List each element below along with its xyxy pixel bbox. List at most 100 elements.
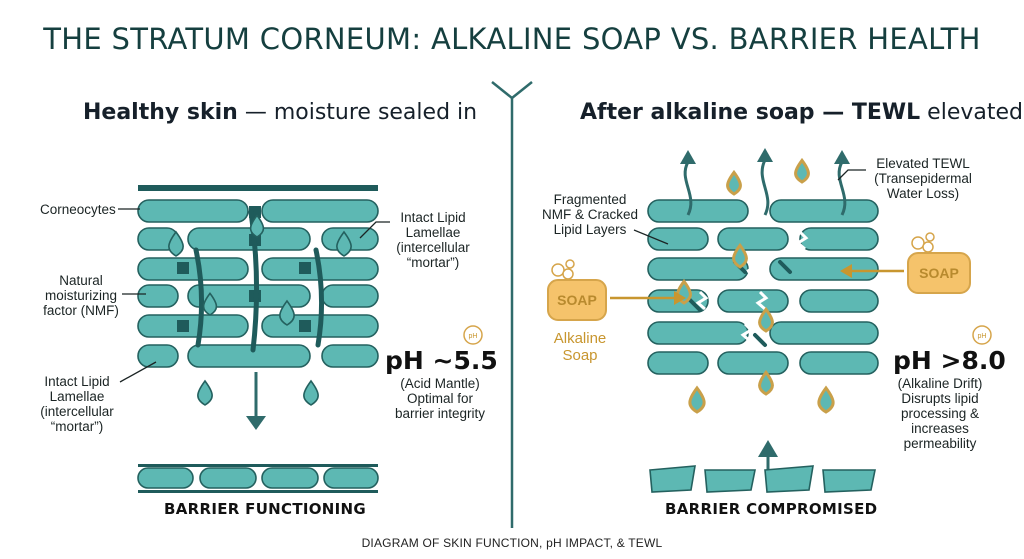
tewl-arrow-shaft bbox=[760, 159, 770, 216]
crack bbox=[695, 290, 709, 311]
corneocyte-cell bbox=[647, 257, 749, 281]
water-droplet bbox=[168, 230, 184, 257]
corneocyte-cell bbox=[769, 199, 879, 223]
water-droplet bbox=[249, 214, 265, 238]
barrier-compromised-status: BARRIER COMPROMISED bbox=[665, 500, 878, 518]
acid-mantle-label: (Acid Mantle) bbox=[400, 376, 480, 391]
corneocyte-cell bbox=[261, 467, 319, 489]
leader-line bbox=[633, 229, 669, 245]
ph-badge-circle bbox=[463, 325, 483, 345]
corneocyte-cell bbox=[717, 227, 789, 251]
center-divider bbox=[491, 81, 533, 528]
alkaline-soap-heading-rest: elevated bbox=[920, 100, 1023, 125]
corneocyte-cell bbox=[199, 467, 257, 489]
broken-cell bbox=[649, 465, 696, 493]
corneocyte-cell bbox=[137, 344, 179, 368]
nmf-junction bbox=[299, 320, 311, 332]
lipid-mortar bbox=[193, 247, 205, 348]
water-droplet bbox=[817, 385, 835, 414]
corneocyte-cell bbox=[321, 344, 379, 368]
tewl-arrow-head bbox=[834, 150, 850, 164]
water-droplet bbox=[732, 242, 748, 269]
damaged-annotations: SOAP SOAP pH bbox=[547, 169, 992, 345]
arrow-head bbox=[246, 416, 266, 430]
corneocyte-cell bbox=[137, 199, 249, 223]
corneocyte-cell bbox=[647, 227, 709, 251]
water-droplet bbox=[303, 379, 319, 406]
corneocyte-cell bbox=[137, 257, 249, 281]
water-droplet bbox=[758, 369, 774, 396]
barrier-line bbox=[138, 490, 378, 493]
soap-bubble bbox=[925, 232, 935, 242]
leader-line bbox=[119, 361, 157, 383]
damaged-stratum-corneum bbox=[647, 148, 879, 493]
corneocytes-label: Corneocytes bbox=[40, 202, 116, 217]
lipid-fragment bbox=[778, 260, 792, 274]
soap-word: SOAP bbox=[557, 292, 597, 308]
healthy-skin-heading-rest: — moisture sealed in bbox=[237, 100, 478, 125]
ph-badge-circle bbox=[972, 325, 992, 345]
soap-word: SOAP bbox=[919, 265, 959, 281]
water-droplet bbox=[336, 230, 352, 257]
corneocyte-cell bbox=[137, 314, 249, 338]
alkaline-soap-heading: After alkaline soap — TEWL elevated bbox=[580, 100, 1023, 125]
soap-pointer-head bbox=[674, 291, 686, 305]
surface-layer bbox=[138, 185, 378, 191]
alkaline-soap-heading-bold: After alkaline soap — bbox=[580, 100, 845, 125]
soap-bubble bbox=[911, 236, 925, 250]
water-droplet bbox=[202, 292, 218, 316]
water-droplet bbox=[688, 385, 706, 414]
healthy-ph-value: pH ~5.5 bbox=[385, 346, 498, 375]
crack bbox=[795, 230, 809, 251]
page-title: THE STRATUM CORNEUM: ALKALINE SOAP VS. B… bbox=[43, 22, 981, 56]
ph-badge-label: pH bbox=[469, 333, 478, 340]
healthy-skin-heading: Healthy skin — moisture sealed in bbox=[83, 100, 477, 125]
crack bbox=[745, 258, 759, 279]
broken-barrier-row bbox=[649, 465, 876, 493]
lipid-fragment bbox=[753, 333, 767, 347]
leader-line bbox=[837, 169, 866, 181]
water-droplet bbox=[726, 169, 742, 196]
healthy-annotations: pH bbox=[118, 208, 483, 383]
bottom-barrier-row bbox=[137, 464, 379, 493]
corneocyte-cell bbox=[717, 351, 789, 375]
nmf-junction bbox=[299, 262, 311, 274]
healthy-stratum-corneum bbox=[137, 185, 379, 493]
soap-pointer-head bbox=[840, 264, 852, 278]
corneocyte-cell bbox=[799, 289, 879, 313]
barrier-functioning-status: BARRIER FUNCTIONING bbox=[164, 500, 366, 518]
water-droplet bbox=[279, 299, 295, 326]
barrier-line bbox=[138, 464, 378, 467]
soap-bubble bbox=[551, 263, 565, 277]
diagram-caption: DIAGRAM OF SKIN FUNCTION, pH IMPACT, & T… bbox=[361, 536, 663, 550]
corneocyte-cell bbox=[137, 284, 179, 308]
leader-line bbox=[359, 221, 390, 239]
ph-badge-icon: pH bbox=[463, 325, 483, 345]
corneocyte-cell bbox=[647, 199, 749, 223]
corneocyte-cell bbox=[187, 344, 311, 368]
alkaline-soap-heading-tewl: TEWL bbox=[844, 100, 921, 125]
corneocyte-cell bbox=[717, 289, 789, 313]
broken-cell bbox=[704, 469, 756, 493]
corneocyte-cell bbox=[647, 321, 749, 345]
water-droplet bbox=[794, 157, 810, 184]
corneocyte-cell bbox=[647, 351, 709, 375]
corneocyte-cell bbox=[799, 351, 879, 375]
alkaline-drift-label: (Alkaline Drift) bbox=[897, 376, 983, 391]
crack bbox=[740, 322, 754, 343]
tewl-arrow-shaft bbox=[683, 161, 693, 216]
ph-badge-icon: pH bbox=[972, 325, 992, 345]
soap-icon-right: SOAP bbox=[907, 232, 971, 294]
up-arrow-head bbox=[758, 440, 778, 457]
corneocyte-cell bbox=[799, 227, 879, 251]
soap-bubble bbox=[922, 241, 934, 253]
soap-bubble bbox=[562, 268, 574, 280]
